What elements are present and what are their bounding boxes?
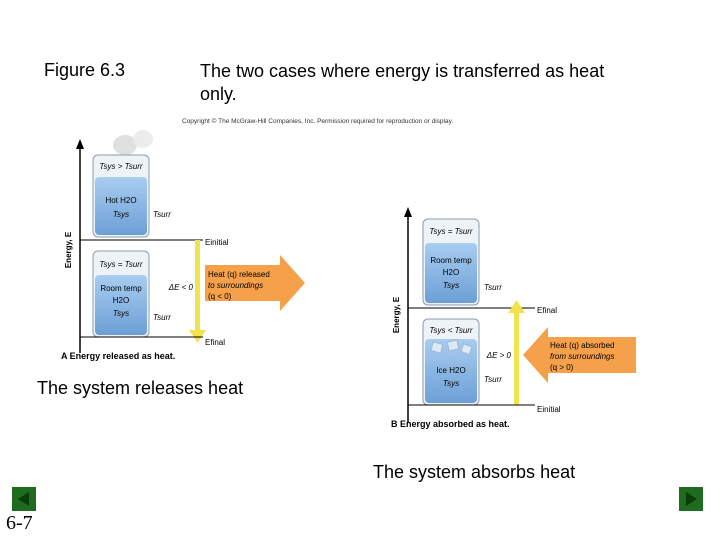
e-top-label: Einitial	[205, 238, 229, 247]
panel-b-title: B Energy absorbed as heat.	[391, 419, 510, 429]
bottom-contents-1: Tsys	[443, 379, 459, 388]
top-contents-2: Tsys	[443, 281, 459, 290]
next-slide-button[interactable]	[679, 487, 703, 511]
beaker-room-temp-water	[425, 243, 477, 303]
e-bottom-label: Einitial	[537, 405, 561, 414]
bottom-contents-0: Room temp	[100, 284, 142, 293]
bottom-condition: Tsys = Tsurr	[99, 260, 143, 269]
top-condition: Tsys > Tsurr	[99, 162, 143, 171]
energy-rise-arrow	[514, 313, 519, 405]
panel-a-caption: The system releases heat	[37, 378, 244, 398]
bottom-surr-label: Tsurr	[484, 375, 502, 384]
delta-e-label: ΔE < 0	[168, 283, 194, 292]
ice-cube	[430, 341, 444, 354]
energy-axis-label: Energy, E	[392, 296, 401, 333]
energy-rise-arrowhead	[508, 300, 525, 313]
bottom-contents-0: Ice H2O	[436, 366, 465, 375]
bottom-surr-label: Tsurr	[153, 313, 171, 322]
arrow-text-0: Heat (q) absorbed	[550, 341, 614, 350]
arrow-text-1: to surroundings	[208, 281, 263, 290]
figure-label: Figure 6.3	[44, 60, 126, 80]
energy-axis-arrowhead	[76, 139, 84, 149]
previous-slide-button[interactable]	[12, 487, 36, 511]
panel-a-title: A Energy released as heat.	[61, 351, 175, 361]
top-surr-label: Tsurr	[153, 210, 171, 219]
slide-number: 6-7	[6, 512, 33, 534]
energy-drop-arrow	[195, 240, 200, 332]
beaker-hot-water	[95, 177, 147, 235]
ice-cube	[460, 343, 473, 356]
heat-absorbed-arrow	[523, 327, 636, 383]
top-contents-1: Tsys	[113, 210, 129, 219]
next-arrow-icon	[686, 492, 697, 506]
panel-a-diagram: Energy, E Tsys > Tsurr Hot H2O Tsys Tsur…	[61, 130, 305, 361]
heat-released-arrow	[205, 255, 305, 311]
energy-axis-label: Energy, E	[64, 231, 73, 268]
energy-axis-arrowhead	[404, 207, 412, 217]
top-condition: Tsys = Tsurr	[429, 227, 473, 236]
top-contents-0: Hot H2O	[105, 196, 136, 205]
copyright-notice: Copyright © The McGraw-Hill Companies, I…	[182, 118, 454, 125]
bottom-contents-2: Tsys	[113, 309, 129, 318]
bottom-contents-1: H2O	[113, 296, 129, 305]
arrow-text-1: from surroundings	[550, 352, 614, 361]
delta-e-label: ΔE > 0	[486, 351, 512, 360]
steam-cloud	[133, 130, 153, 148]
panel-b-diagram: Energy, E Tsys = Tsurr Room temp H2O Tsy…	[391, 207, 636, 429]
arrow-text-2: (q > 0)	[550, 363, 574, 372]
beaker-room-temp-water	[95, 275, 147, 335]
top-surr-label: Tsurr	[484, 283, 502, 292]
top-contents-1: H2O	[443, 268, 459, 277]
figure-caption: The two cases where energy is transferre…	[200, 61, 605, 104]
beaker-ice-water	[425, 339, 477, 403]
bottom-condition: Tsys < Tsurr	[429, 326, 473, 335]
previous-arrow-icon	[18, 492, 29, 506]
steam-cloud	[113, 135, 137, 155]
e-bottom-label: Efinal	[205, 338, 225, 347]
arrow-text-2: (q < 0)	[208, 292, 232, 301]
top-contents-0: Room temp	[430, 256, 472, 265]
arrow-text-0: Heat (q) released	[208, 270, 270, 279]
ice-cube	[446, 339, 460, 352]
panel-b-caption: The system absorbs heat	[373, 462, 576, 482]
e-top-label: Efinal	[537, 306, 557, 315]
